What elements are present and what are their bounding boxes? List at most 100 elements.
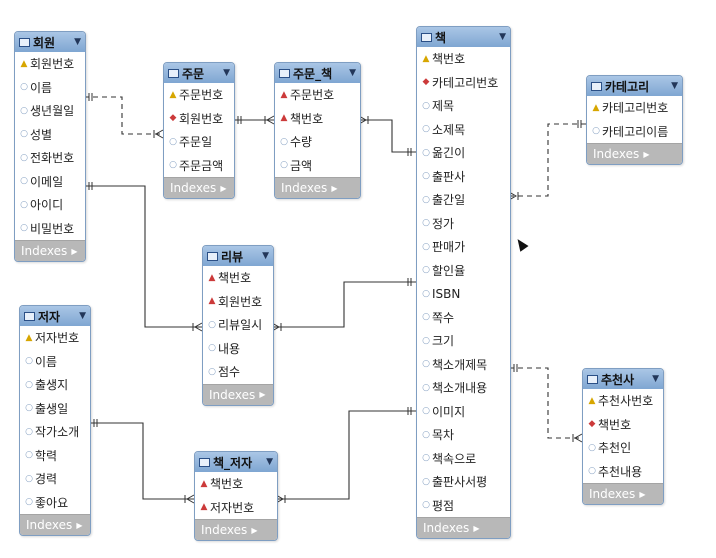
indexes-footer[interactable]: Indexes▶ xyxy=(164,177,234,198)
indexes-footer[interactable]: Indexes▶ xyxy=(417,517,510,538)
column-row[interactable]: ○이메일 xyxy=(15,170,85,194)
column-row[interactable]: ○금액 xyxy=(275,154,360,178)
column-row[interactable]: ○추천인 xyxy=(583,436,663,460)
column-row[interactable]: ○출생지 xyxy=(20,373,90,397)
column-row[interactable]: ○출간일 xyxy=(417,188,510,212)
column-row[interactable]: ○생년월일 xyxy=(15,99,85,123)
column-row[interactable]: ◆카테고리번호 xyxy=(417,71,510,95)
indexes-footer[interactable]: Indexes▶ xyxy=(195,519,277,540)
column-row[interactable]: ◆책번호 xyxy=(583,413,663,437)
relation-category-book[interactable] xyxy=(509,123,586,197)
column-row[interactable]: ▲회원번호 xyxy=(203,290,273,314)
column-row[interactable]: ▲책번호 xyxy=(417,47,510,71)
relation-book-review[interactable] xyxy=(272,281,416,328)
table-header[interactable]: 책_저자▼ xyxy=(195,452,277,472)
relation-book-recommender[interactable] xyxy=(509,367,582,439)
column-row[interactable]: ▲추천사번호 xyxy=(583,389,663,413)
relation-member-order[interactable] xyxy=(84,96,163,135)
column-row[interactable]: ▲책번호 xyxy=(203,266,273,290)
indexes-footer[interactable]: Indexes▶ xyxy=(203,383,273,405)
column-row[interactable]: ○카테고리이름 xyxy=(587,120,682,144)
column-row[interactable]: ○옮긴이 xyxy=(417,141,510,165)
column-row[interactable]: ○좋아요 xyxy=(20,491,90,515)
expand-arrow-icon[interactable]: ▶ xyxy=(331,183,338,193)
column-row[interactable]: ○판매가 xyxy=(417,235,510,259)
column-row[interactable]: ○성별 xyxy=(15,123,85,147)
column-row[interactable]: ○할인율 xyxy=(417,259,510,283)
column-row[interactable]: ○책속으로 xyxy=(417,447,510,471)
table-header[interactable]: 주문_책▼ xyxy=(275,63,360,83)
expand-arrow-icon[interactable]: ▶ xyxy=(259,390,266,399)
collapse-arrow-icon[interactable]: ▼ xyxy=(499,32,506,42)
table-header[interactable]: 리뷰▼ xyxy=(203,246,273,266)
relation-book-book_author[interactable] xyxy=(276,410,416,500)
column-row[interactable]: ○이름 xyxy=(15,76,85,100)
column-row[interactable]: ○이름 xyxy=(20,350,90,374)
column-row[interactable]: ▲책번호 xyxy=(195,472,277,496)
collapse-arrow-icon[interactable]: ▼ xyxy=(262,251,269,261)
expand-arrow-icon[interactable]: ▶ xyxy=(220,183,227,193)
expand-arrow-icon[interactable]: ▶ xyxy=(76,520,83,530)
column-row[interactable]: ○크기 xyxy=(417,329,510,353)
collapse-arrow-icon[interactable]: ▼ xyxy=(652,374,659,384)
column-row[interactable]: ▲회원번호 xyxy=(15,52,85,76)
column-row[interactable]: ○추천내용 xyxy=(583,460,663,484)
column-row[interactable]: ○내용 xyxy=(203,337,273,361)
column-row[interactable]: ○리뷰일시 xyxy=(203,313,273,337)
indexes-footer[interactable]: Indexes▶ xyxy=(583,483,663,504)
collapse-arrow-icon[interactable]: ▼ xyxy=(74,37,81,47)
column-row[interactable]: ○쪽수 xyxy=(417,306,510,330)
column-row[interactable]: ○점수 xyxy=(203,360,273,384)
column-row[interactable]: ○이미지 xyxy=(417,400,510,424)
indexes-footer[interactable]: Indexes▶ xyxy=(275,177,360,198)
indexes-footer[interactable]: Indexes▶ xyxy=(15,240,85,261)
collapse-arrow-icon[interactable]: ▼ xyxy=(223,68,230,78)
indexes-footer[interactable]: Indexes▶ xyxy=(587,143,682,164)
column-row[interactable]: ○책소개내용 xyxy=(417,376,510,400)
column-row[interactable]: ○책소개제목 xyxy=(417,353,510,377)
column-row[interactable]: ▲책번호 xyxy=(275,107,360,131)
column-row[interactable]: ○소제목 xyxy=(417,118,510,142)
table-header[interactable]: 추천사▼ xyxy=(583,369,663,389)
column-row[interactable]: ▲저자번호 xyxy=(195,496,277,520)
column-row[interactable]: ▲저자번호 xyxy=(20,326,90,350)
column-row[interactable]: ○평점 xyxy=(417,494,510,518)
table-header[interactable]: 책▼ xyxy=(417,27,510,47)
column-row[interactable]: ▲카테고리번호 xyxy=(587,96,682,120)
collapse-arrow-icon[interactable]: ▼ xyxy=(349,68,356,78)
expand-arrow-icon[interactable]: ▶ xyxy=(643,149,650,159)
expand-arrow-icon[interactable]: ▶ xyxy=(473,523,480,533)
column-row[interactable]: ○작가소개 xyxy=(20,420,90,444)
column-row[interactable]: ○전화번호 xyxy=(15,146,85,170)
table-header[interactable]: 저자▼ xyxy=(20,306,90,326)
column-row[interactable]: ○주문금액 xyxy=(164,154,234,178)
column-row[interactable]: ○출판사 xyxy=(417,165,510,189)
column-row[interactable]: ○출판사서평 xyxy=(417,470,510,494)
column-row[interactable]: ○ISBN xyxy=(417,282,510,306)
expand-arrow-icon[interactable]: ▶ xyxy=(251,525,258,535)
table-header[interactable]: 카테고리▼ xyxy=(587,76,682,96)
collapse-arrow-icon[interactable]: ▼ xyxy=(266,457,273,467)
table-header[interactable]: 주문▼ xyxy=(164,63,234,83)
expand-arrow-icon[interactable]: ▶ xyxy=(639,489,646,499)
collapse-arrow-icon[interactable]: ▼ xyxy=(79,311,86,321)
table-header[interactable]: 회원▼ xyxy=(15,32,85,52)
column-row[interactable]: ▲주문번호 xyxy=(164,83,234,107)
collapse-arrow-icon[interactable]: ▼ xyxy=(671,81,678,91)
column-row[interactable]: ○경력 xyxy=(20,467,90,491)
column-row[interactable]: ○아이디 xyxy=(15,193,85,217)
column-row[interactable]: ○비밀번호 xyxy=(15,217,85,241)
relation-member-review[interactable] xyxy=(84,185,202,328)
relation-book-order_book[interactable] xyxy=(359,119,416,153)
table-book[interactable]: 책▼▲책번호◆카테고리번호○제목○소제목○옮긴이○출판사○출간일○정가○판매가○… xyxy=(416,26,511,539)
column-row[interactable]: ○주문일 xyxy=(164,130,234,154)
expand-arrow-icon[interactable]: ▶ xyxy=(71,246,78,256)
